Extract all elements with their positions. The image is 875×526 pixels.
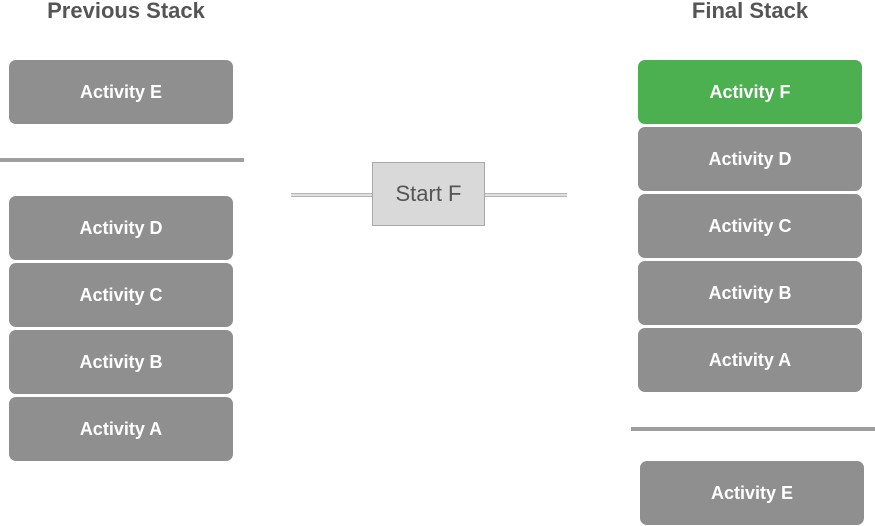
connector-line-right (485, 193, 567, 197)
previous-stack-title: Previous Stack (47, 0, 205, 23)
final-stack-card-d: Activity D (638, 127, 862, 191)
previous-stack-card-a: Activity A (9, 397, 233, 461)
final-stack-title: Final Stack (691, 0, 809, 23)
final-stack-bottom-card: Activity E (640, 461, 864, 525)
final-stack-card-a: Activity A (638, 328, 862, 392)
final-stack-card-b: Activity B (638, 261, 862, 325)
connector-line-left (291, 193, 373, 197)
final-stack-divider (631, 427, 875, 431)
previous-stack-card-b: Activity B (9, 330, 233, 394)
start-f-action-box: Start F (372, 162, 485, 226)
final-stack-card-f: Activity F (638, 60, 862, 124)
previous-stack-card-d: Activity D (9, 196, 233, 260)
previous-stack-divider (0, 158, 244, 162)
final-stack-card-c: Activity C (638, 194, 862, 258)
previous-stack-top-card: Activity E (9, 60, 233, 124)
previous-stack-card-c: Activity C (9, 263, 233, 327)
